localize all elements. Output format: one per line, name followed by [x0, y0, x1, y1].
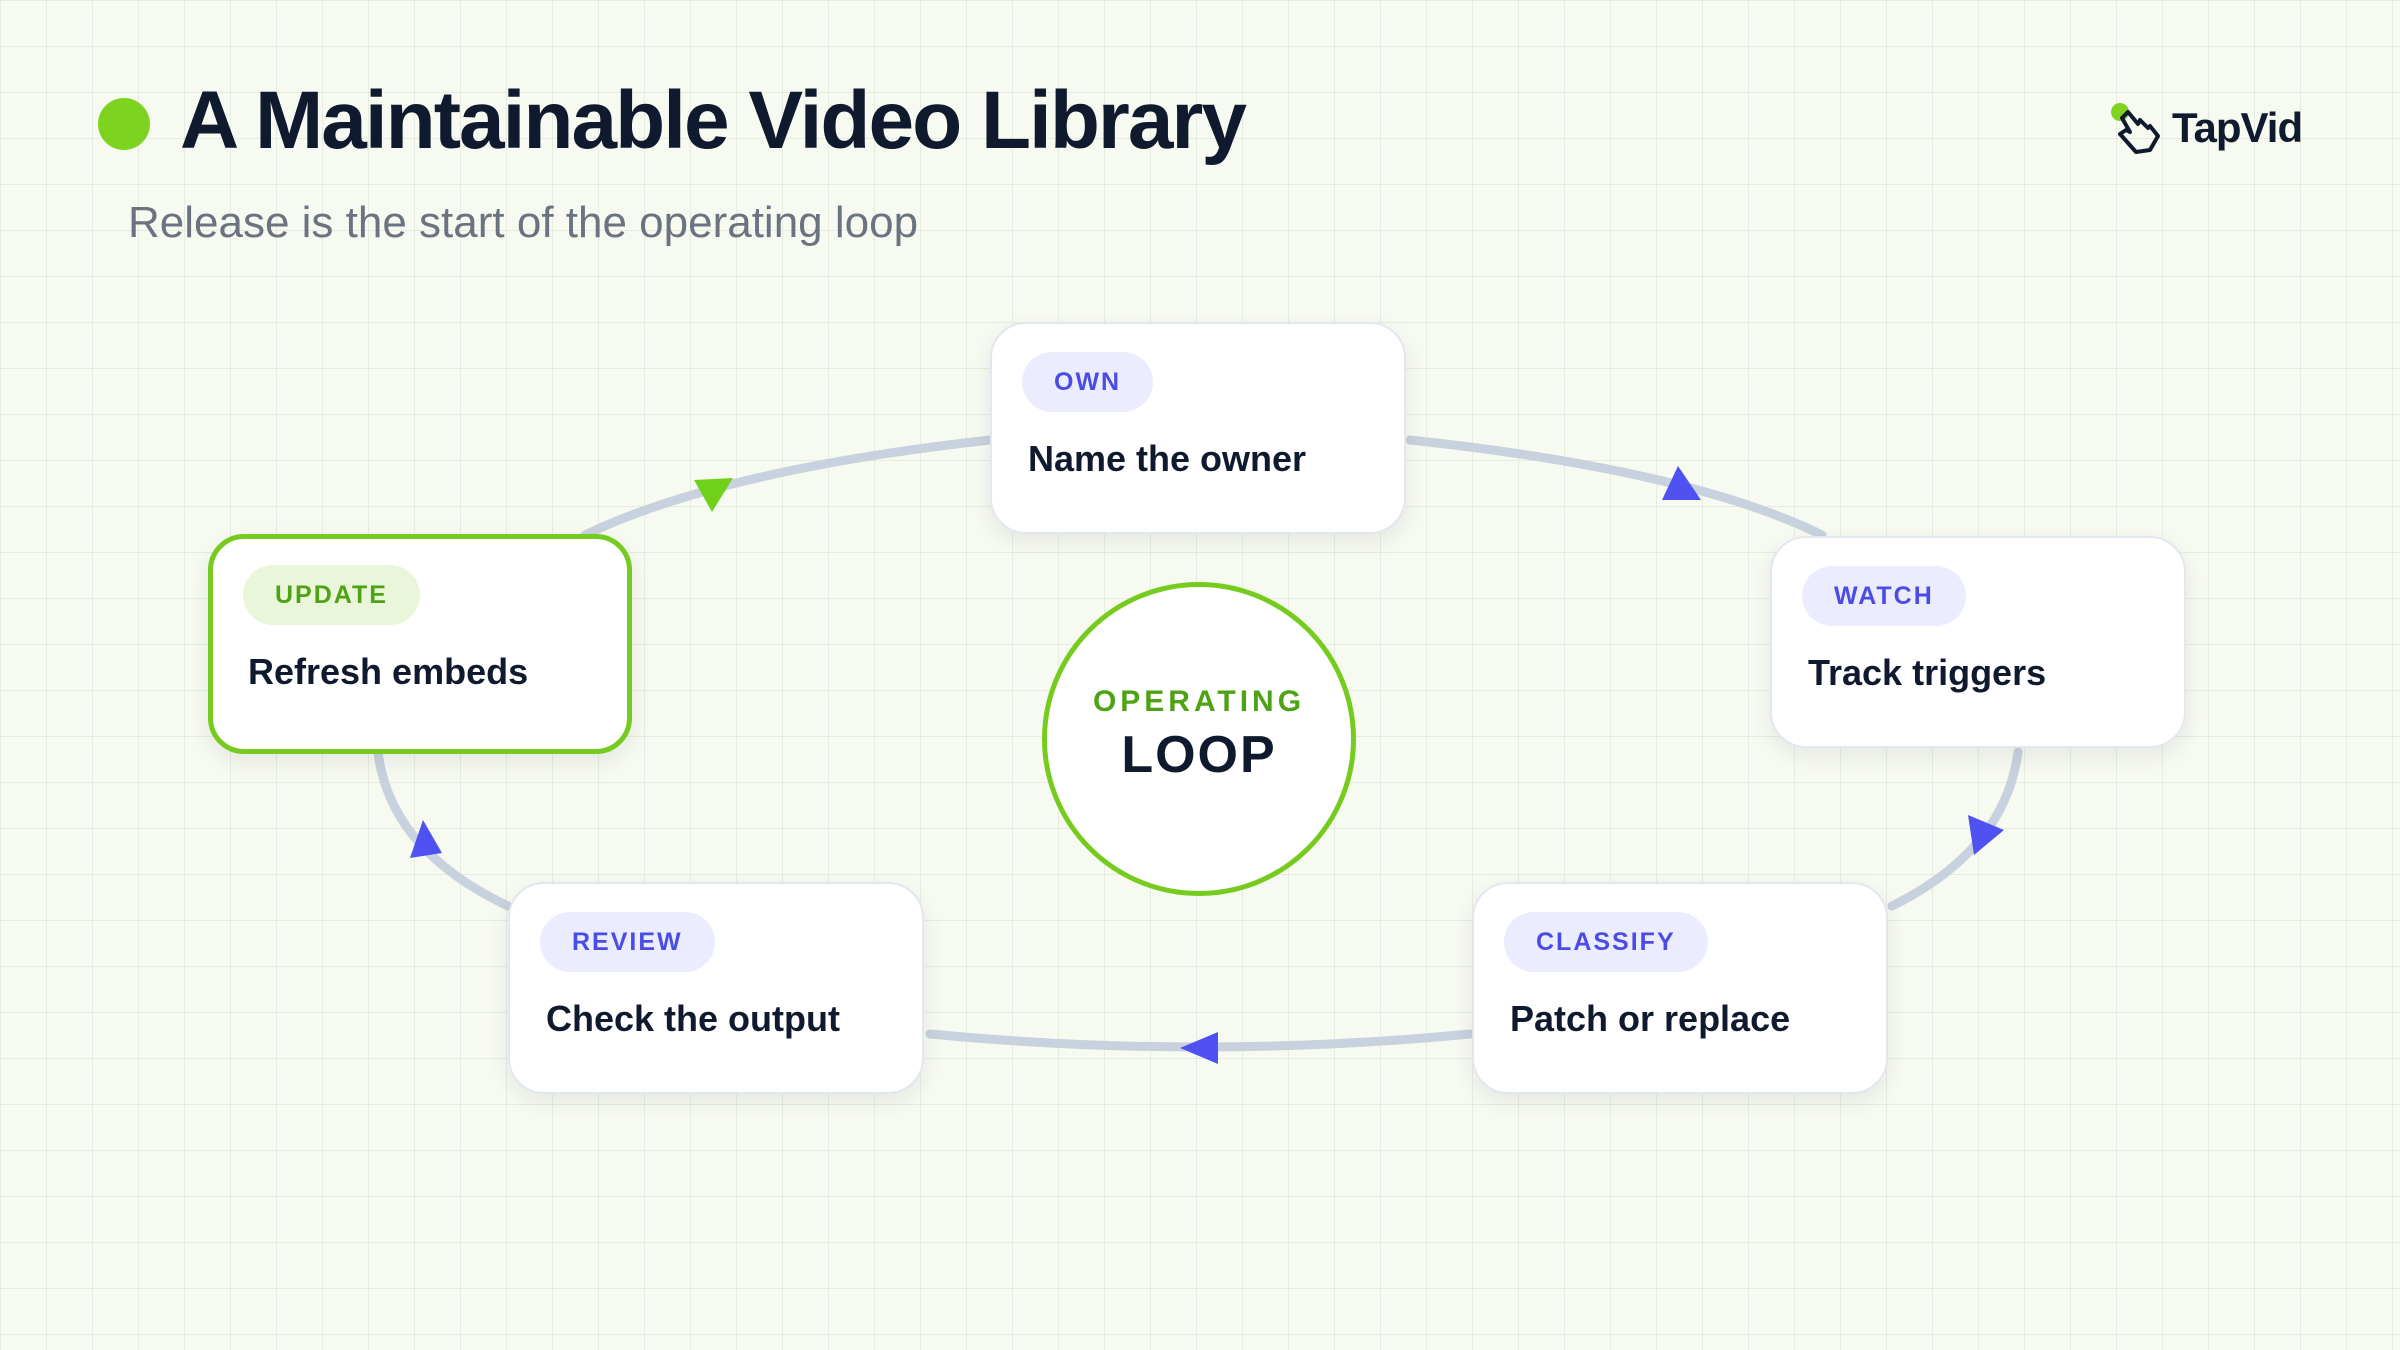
step-tag: WATCH — [1802, 566, 1966, 626]
pointer-hand-icon — [2111, 103, 2160, 154]
step-label: Track triggers — [1808, 652, 2047, 693]
connector-own-watch — [1405, 435, 1827, 540]
step-tag: UPDATE — [243, 565, 420, 625]
connector-update-own — [580, 435, 995, 540]
loop-step-watch[interactable]: WATCH Track triggers — [1770, 536, 2186, 748]
arrow-to-classify — [1968, 815, 2004, 855]
page-title: A Maintainable Video Library — [180, 75, 1247, 166]
loop-step-review[interactable]: REVIEW Check the output — [508, 882, 924, 1094]
step-label: Refresh embeds — [248, 651, 529, 692]
arrow-to-review — [1180, 1032, 1218, 1064]
step-tag: REVIEW — [540, 912, 715, 972]
step-label: Patch or replace — [1510, 998, 1791, 1039]
operating-loop-hub: OPERATING LOOP — [1042, 582, 1356, 896]
page-subtitle: Release is the start of the operating lo… — [128, 198, 919, 247]
hub-top-label: OPERATING — [1092, 685, 1306, 718]
arrow-to-watch — [1662, 466, 1701, 500]
loop-step-own[interactable]: OWN Name the owner — [990, 322, 1406, 534]
step-label: Check the output — [546, 998, 840, 1039]
loop-step-classify[interactable]: CLASSIFY Patch or replace — [1472, 882, 1888, 1094]
step-tag: CLASSIFY — [1504, 912, 1708, 972]
arrow-to-own — [694, 478, 733, 512]
step-tag: OWN — [1022, 352, 1154, 412]
brand-name: TapVid — [2172, 104, 2303, 151]
loop-step-update[interactable]: UPDATE Refresh embeds — [208, 534, 632, 754]
arrow-to-update — [410, 820, 442, 858]
hub-main-label: LOOP — [1121, 726, 1277, 784]
step-label: Name the owner — [1028, 438, 1307, 479]
connector-review-update — [373, 747, 513, 911]
brand-logo: TapVid — [2106, 98, 2303, 158]
title-bullet-dot — [98, 98, 150, 150]
